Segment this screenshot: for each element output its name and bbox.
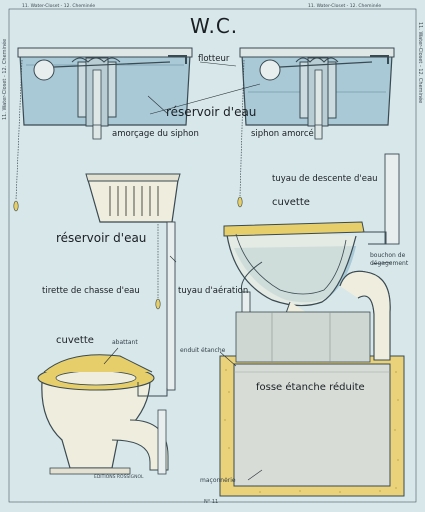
label-fosse: fosse étanche réduite xyxy=(256,382,365,393)
plate-caption-top-right: 11. Water-Closet - 12. Cheminée xyxy=(308,4,382,9)
label-flotteur: flotteur xyxy=(198,54,230,64)
plate-caption-top-left: 11. Water-Closet - 12. Cheminée xyxy=(22,4,96,9)
toilet-left xyxy=(37,354,169,475)
label-amorcage: amorçage du siphon xyxy=(112,129,199,139)
label-reservoir-mid: réservoir d'eau xyxy=(56,231,147,245)
label-bouchon: bouchon de xyxy=(370,252,406,259)
label-tirette: tirette de chasse d'eau xyxy=(42,286,140,296)
cutaway-right xyxy=(219,153,405,497)
title: W.C. xyxy=(190,14,239,38)
side-caption-right: 11. Water-Closet - 12. Cheminée xyxy=(417,22,423,104)
label-tuyau-descente: tuyau de descente d'eau xyxy=(272,174,378,184)
label-reservoir-top: réservoir d'eau xyxy=(166,105,257,119)
tank-left xyxy=(13,47,193,212)
label-siphon-amorce: siphon amorcé xyxy=(251,129,314,139)
label-cuvette-right: cuvette xyxy=(272,197,310,208)
plate-number: N° 11 xyxy=(204,499,219,505)
label-maconnerie: maçonnerie xyxy=(200,477,236,484)
high-tank xyxy=(85,173,181,391)
tank-right xyxy=(237,47,395,208)
label-degagement: dégagement xyxy=(370,260,409,267)
side-caption-left: 11. Water-Closet - 12. Cheminée xyxy=(2,38,8,120)
label-cuvette-left: cuvette xyxy=(56,335,94,346)
label-abattant: abattant xyxy=(112,339,138,346)
label-tuyau-aeration: tuyau d'aération xyxy=(178,286,249,296)
publisher: EDITIONS ROSSIGNOL xyxy=(94,475,144,480)
label-enduit: enduit étanche xyxy=(180,347,226,354)
